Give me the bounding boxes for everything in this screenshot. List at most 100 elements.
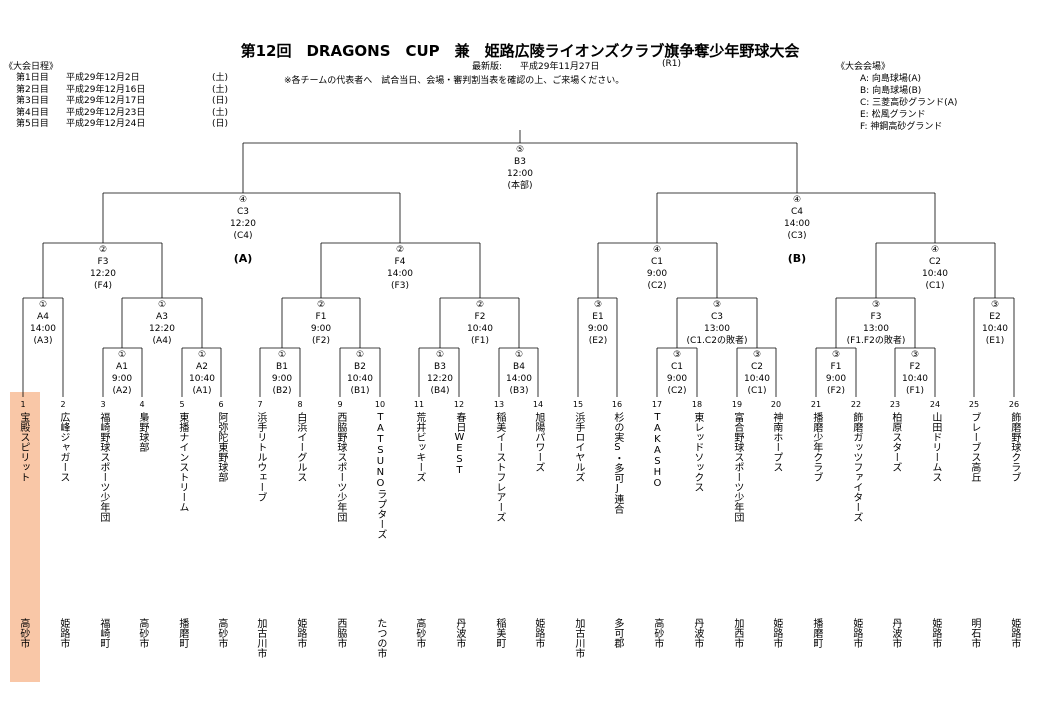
team-city-label: 福崎町 <box>97 618 109 648</box>
match-referee: (A3) <box>34 336 53 346</box>
team-name: 山田ドリームス <box>929 412 941 482</box>
team-entry[interactable]: 18 東レッドソックス <box>688 400 706 492</box>
team-city: 丹波市 <box>450 618 468 652</box>
match-number: ③ <box>713 300 721 310</box>
match-code: C1 <box>651 257 663 267</box>
team-city-label: 高砂市 <box>215 618 227 648</box>
match-number: ③ <box>673 350 681 360</box>
match-time: 12:20 <box>230 219 256 229</box>
team-number: 6 <box>218 400 224 409</box>
schedule-weekday: (土) <box>212 84 229 95</box>
match-time: 9:00 <box>667 374 687 384</box>
team-name: 東レッドソックス <box>691 412 703 492</box>
team-city: 加古川市 <box>251 618 269 662</box>
match-code: C4 <box>791 207 803 217</box>
team-name: 稲美イーストフレアーズ <box>493 412 505 522</box>
match-number: ① <box>158 300 166 310</box>
schedule-date: 平成29年12月24日 <box>66 119 146 129</box>
match-code: F1 <box>831 362 842 372</box>
team-name: ブレーブス高丘 <box>968 412 980 482</box>
team-city-label: たつの市 <box>374 618 386 658</box>
match-number: ① <box>515 350 523 360</box>
match-code: C3 <box>711 312 723 322</box>
team-number: 12 <box>453 400 465 409</box>
match-number: ④ <box>793 195 801 205</box>
match-code: F2 <box>475 312 486 322</box>
match-code: F1 <box>316 312 327 322</box>
team-city: 高砂市 <box>14 618 32 652</box>
team-city-label: 加古川市 <box>572 618 584 658</box>
team-name: 飾磨野球クラブ <box>1008 412 1020 482</box>
team-name: 白浜イーグルス <box>294 412 306 482</box>
match-number: ① <box>198 350 206 360</box>
match-time: 14:00 <box>30 324 56 334</box>
match-referee: (F2) <box>312 336 330 346</box>
schedule-day: 第4日目 <box>16 107 49 118</box>
team-number: 18 <box>691 400 703 409</box>
match-code: B2 <box>354 362 366 372</box>
team-city-label: 高砂市 <box>413 618 425 648</box>
team-name: TAKASHO <box>651 412 663 489</box>
match-number: ① <box>356 350 364 360</box>
team-city: 高砂市 <box>648 618 666 652</box>
match-number: ② <box>476 300 484 310</box>
team-name: 広峰ジャガース <box>57 412 69 482</box>
match-referee: (C1) <box>747 386 766 396</box>
team-name: 福崎野球スポーツ少年団 <box>97 412 109 522</box>
schedule-date: 平成29年12月17日 <box>66 96 146 106</box>
team-city: 稲美町 <box>490 618 508 652</box>
team-1-highlight <box>10 392 40 682</box>
match-referee: (F4) <box>94 281 112 291</box>
match-code: E2 <box>989 312 1000 322</box>
notice-text: ※各チームの代表者へ 試合当日、会場・審判割当表を確認の上、ご来場ください。 <box>284 76 625 86</box>
schedule-heading: 《大会日程》 <box>4 62 59 72</box>
match-code: F4 <box>395 257 406 267</box>
match-code: A3 <box>156 312 168 322</box>
match-time: 9:00 <box>112 374 132 384</box>
match-code: F3 <box>871 312 882 322</box>
team-city-label: 姫路市 <box>57 618 69 648</box>
match-code: B3 <box>434 362 446 372</box>
match-time: 9:00 <box>311 324 331 334</box>
match-code: C2 <box>751 362 763 372</box>
schedule-date: 平成29年12月23日 <box>66 107 146 118</box>
match-code: B4 <box>513 362 525 372</box>
team-name: 梟野球部 <box>136 412 148 452</box>
team-name: 杉の実S・多可J連合 <box>611 412 623 514</box>
team-city-label: 加古川市 <box>254 618 266 658</box>
match-code: B1 <box>276 362 288 372</box>
team-city: 姫路市 <box>767 618 785 652</box>
venue-item: A: 向島球場(A) <box>860 74 922 84</box>
match-number: ③ <box>991 300 999 310</box>
match-time: 12:20 <box>427 374 453 384</box>
team-city: 多可郡 <box>608 618 626 652</box>
team-city: 姫路市 <box>926 618 944 652</box>
block-a-label: (A) <box>234 252 253 265</box>
venue-item: C: 三菱高砂グランド(A) <box>860 98 958 108</box>
